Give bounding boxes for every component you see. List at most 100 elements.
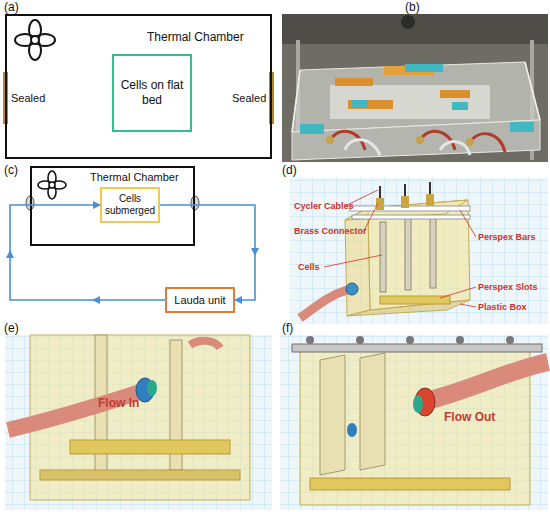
flow-out-render-part: [280, 335, 548, 510]
leader-line-part: [440, 287, 476, 298]
chamber-photo-part: [348, 100, 393, 109]
flow-out-render-part: [430, 362, 548, 400]
flow-in-render-part: [5, 335, 272, 510]
chamber-photo-part: [452, 102, 468, 110]
seal-bar: [3, 72, 274, 124]
flow-out-render-part: [456, 336, 464, 344]
submerged-cell-box: Cells submerged: [100, 187, 160, 223]
chamber-photo-part: [416, 136, 424, 144]
flow-connector: [10, 205, 165, 300]
flow-in-render-part: [147, 380, 157, 396]
panel-letter: (f): [282, 321, 293, 335]
fan-icon: [38, 171, 66, 199]
fan-icon: [15, 20, 55, 60]
panel-letter: (e): [4, 321, 19, 335]
flow-in-render-part: [5, 335, 272, 510]
cell-box-render-part: [290, 178, 548, 324]
chamber-photo-part: [330, 85, 490, 119]
flow-out-render-part: [506, 336, 514, 344]
leader-line-part: [324, 255, 382, 267]
cell-box-render-part: [346, 283, 358, 295]
flow-arrowhead-part: [6, 250, 14, 258]
cell-box-render-part: [352, 215, 470, 219]
cell-box-render-part: [350, 206, 470, 211]
flow-out-render-part: [292, 344, 542, 352]
leader-line-part: [460, 304, 476, 307]
cell-box-render-part: [426, 194, 434, 206]
panel-letter: (d): [282, 163, 297, 177]
cell-box-render: [290, 178, 548, 324]
part-name: Perspex Bars: [478, 232, 536, 242]
panel-letter: (a): [4, 0, 19, 14]
node-text: Lauda unit: [174, 294, 225, 306]
chamber-photo-part: [292, 70, 300, 132]
valve-symbol-part: [191, 196, 199, 210]
flow-in-render-part: [70, 440, 230, 454]
cell-box-render-part: [380, 222, 386, 292]
chamber-photo: [282, 14, 548, 162]
flow-in-render-part: [40, 470, 240, 480]
seal-label: Sealed: [11, 92, 45, 104]
panel-letter: (b): [405, 0, 420, 14]
chamber-box: Thermal ChamberCells submerged: [30, 166, 195, 246]
node-text: Thermal Chamber: [90, 171, 179, 183]
flow-out-render-part: [310, 478, 510, 490]
flow-in-render-part: [8, 392, 140, 430]
panel-letter: (c): [4, 163, 18, 177]
cell-box-render-part: [380, 296, 450, 304]
chamber-box: Thermal ChamberCells on flat bed: [5, 14, 272, 159]
flow-out-render-part: [413, 395, 423, 413]
leader-line-part: [460, 210, 476, 237]
seal-label: Sealed: [232, 92, 266, 104]
flow-out-render-part: [356, 336, 364, 344]
chamber-photo-part: [282, 14, 548, 162]
node-text: Cells on flat bed: [114, 78, 190, 108]
cell-box-render-part: [405, 218, 411, 290]
chamber-photo-part: [466, 138, 474, 146]
chamber-photo-part: [345, 140, 470, 155]
chamber-photo-part: [401, 15, 415, 29]
flow-label: Flow In: [98, 396, 139, 410]
flow-out-render: [280, 335, 548, 510]
cell-box-render-part: [401, 196, 409, 208]
flow-out-render-part: [280, 335, 548, 510]
chamber-photo-part: [405, 64, 443, 72]
part-name: Cells: [298, 262, 320, 272]
cell-box-render-part: [290, 178, 548, 324]
flow-out-render-part: [320, 355, 345, 475]
flow-out-render-part: [306, 336, 314, 344]
flow-out-render-part: [406, 336, 414, 344]
part-name: Plastic Box: [478, 302, 527, 312]
flow-in-render: [5, 335, 272, 510]
flow-out-render-part: [347, 423, 357, 437]
cell-box-render-part: [300, 290, 347, 318]
chamber-photo-part: [440, 90, 470, 98]
chamber-photo-part: [335, 78, 373, 86]
flow-in-render-part: [190, 341, 220, 348]
chamber-photo-part: [292, 120, 540, 160]
fan-icon-part: [31, 36, 39, 44]
fan-icon-part: [49, 182, 55, 188]
flow-label: Flow Out: [444, 410, 495, 424]
chamber-photo-part: [282, 14, 548, 44]
chamber-photo-part: [330, 131, 505, 152]
chamber-photo-part: [352, 100, 368, 108]
flow-connector: [160, 205, 255, 300]
chamber-photo-part: [525, 62, 540, 120]
cell-box-render-part: [380, 182, 430, 198]
chamber-photo-part: [300, 124, 324, 134]
part-name: Perspex Slots: [478, 282, 538, 292]
node-text: Cells submerged: [102, 193, 158, 217]
cell-bed-box: Cells on flat bed: [112, 54, 192, 132]
flow-out-render-part: [360, 353, 385, 470]
node-text: Thermal Chamber: [147, 30, 244, 44]
chamber-photo-part: [326, 136, 334, 144]
lauda-unit-box: Lauda unit: [165, 287, 235, 313]
cell-box-render-part: [430, 216, 436, 288]
flow-arrowhead-part: [92, 296, 100, 304]
flow-arrowhead-part: [251, 248, 259, 256]
chamber-photo-part: [510, 122, 534, 132]
